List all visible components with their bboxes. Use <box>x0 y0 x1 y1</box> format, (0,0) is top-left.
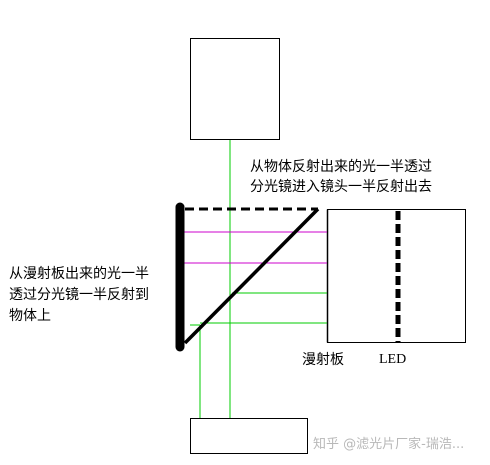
camera-box <box>190 418 308 454</box>
diffuser-label-line-3: 物体上 <box>9 308 51 324</box>
reflect-label-line-2: 分光镜进入镜头一半反射出去 <box>250 179 432 195</box>
beam-splitter <box>183 207 320 345</box>
object-box <box>190 38 280 140</box>
watermark: 知乎 @滤光片厂家-瑞浩... <box>313 437 465 452</box>
diffuser-label-line-2: 透过分光镜一半反射到 <box>9 287 149 303</box>
reflect-label-line-1: 从物体反射出来的光一半透过 <box>250 159 432 175</box>
led-label: LED <box>379 352 407 367</box>
diffuser-plate-label: 漫射板 <box>302 352 344 368</box>
diffuser-label-line-1: 从漫射板出来的光一半 <box>9 266 149 282</box>
